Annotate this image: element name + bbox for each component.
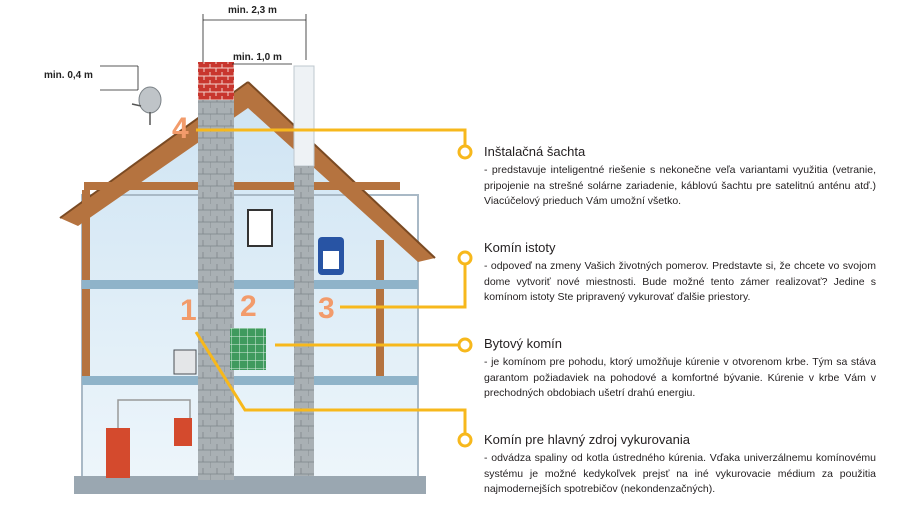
cabinet [173,349,197,375]
wall-heater [318,237,344,275]
fireplace [230,328,266,370]
item-desc: - odpoveď na zmeny Vašich životných pome… [484,260,876,303]
item-title: Komín pre hlavný zdroj vykurovania [484,432,690,447]
item-desc: - predstavuje inteligentné riešenie s ne… [484,164,876,207]
marker-4: 4 [172,112,189,145]
item-safety-chimney: Komín istoty - odpoveď na zmeny Vašich ž… [476,240,876,306]
main-chimney [198,62,234,480]
satellite-dish [131,86,162,125]
item-title: Inštalačná šachta [484,144,586,159]
boiler [106,399,192,478]
item-title: Bytový komín [484,336,563,351]
item-installation-shaft: Inštalačná šachta - predstavuje intelige… [476,144,876,210]
item-desc: - odvádza spaliny od kotla ústredného kú… [484,452,876,495]
dimension-ridge-distance: min. 1,0 m [233,52,282,63]
item-desc: - je komínom pre pohodu, ktorý umožňuje … [484,356,876,399]
dimension-roof-height: min. 0,4 m [44,70,93,81]
attic-window [247,209,273,247]
marker-1: 1 [180,294,197,327]
marker-3: 3 [318,292,335,325]
secondary-chimney [293,65,315,476]
dimension-lines [100,14,307,91]
house-walls [74,100,426,494]
item-residential-chimney: Bytový komín - je komínom pre pohodu, kt… [476,336,876,402]
marker-2: 2 [240,290,257,323]
item-title: Komín istoty [484,240,556,255]
floor-slabs [82,280,418,385]
attic-beam [84,182,400,190]
item-main-heating-chimney: Komín pre hlavný zdroj vykurovania - odv… [476,432,876,498]
wall-framing [82,190,384,376]
dimension-chimney-spacing: min. 2,3 m [228,5,277,16]
connector-markers [457,144,473,448]
